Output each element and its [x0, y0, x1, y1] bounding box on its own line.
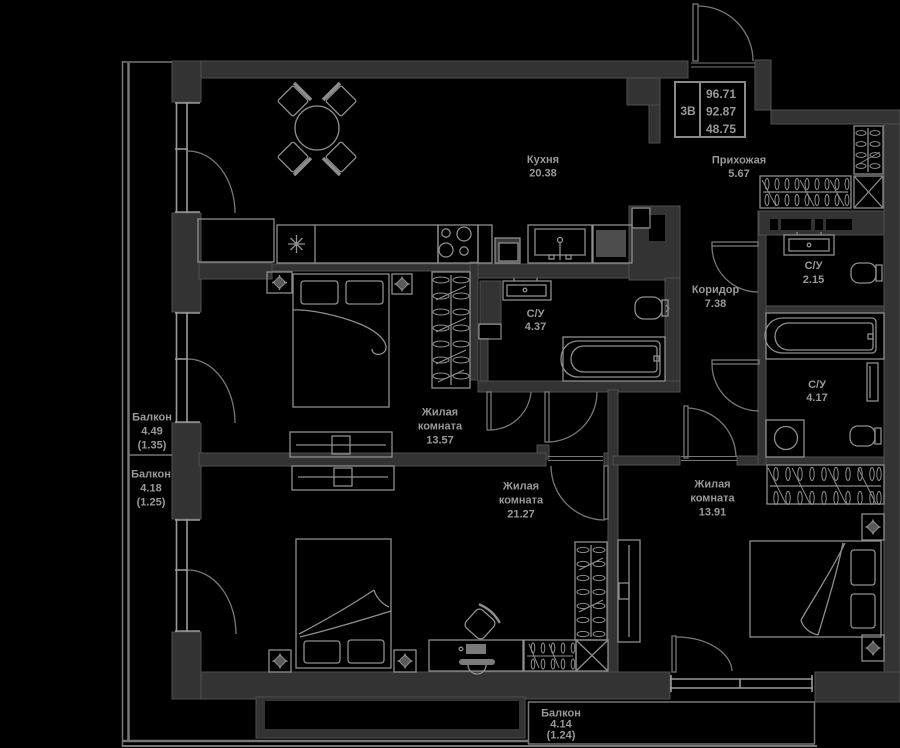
svg-text:92.87: 92.87: [706, 105, 736, 119]
svg-text:С/У: С/У: [527, 308, 545, 320]
svg-text:13.91: 13.91: [699, 507, 727, 519]
svg-text:5.67: 5.67: [728, 168, 749, 180]
svg-text:Коридор: Коридор: [692, 284, 740, 296]
svg-text:Кухня: Кухня: [527, 154, 559, 166]
svg-text:96.71: 96.71: [706, 87, 736, 101]
svg-text:3В: 3В: [680, 104, 696, 118]
svg-text:4.14: 4.14: [550, 719, 572, 731]
svg-text:Жилая: Жилая: [693, 479, 730, 491]
svg-text:комната: комната: [418, 421, 463, 433]
svg-text:(1.35): (1.35): [138, 440, 167, 452]
svg-text:Жилая: Жилая: [502, 481, 539, 493]
svg-text:комната: комната: [499, 495, 544, 507]
svg-text:(1.24): (1.24): [547, 730, 576, 742]
svg-text:4.49: 4.49: [141, 426, 162, 438]
svg-text:4.37: 4.37: [525, 321, 546, 333]
svg-text:2.15: 2.15: [803, 274, 824, 286]
svg-text:Балкон: Балкон: [132, 412, 172, 424]
svg-text:7.38: 7.38: [705, 298, 726, 310]
svg-text:48.75: 48.75: [706, 122, 736, 136]
svg-text:4.17: 4.17: [806, 392, 827, 404]
svg-text:Жилая: Жилая: [421, 407, 458, 419]
svg-text:20.38: 20.38: [529, 168, 557, 180]
svg-text:С/У: С/У: [805, 260, 823, 272]
svg-text:21.27: 21.27: [507, 509, 535, 521]
svg-text:Прихожая: Прихожая: [712, 155, 766, 167]
svg-text:С/У: С/У: [808, 379, 826, 391]
svg-text:4.18: 4.18: [140, 483, 161, 495]
svg-text:(1.25): (1.25): [137, 497, 166, 509]
svg-text:Балкон: Балкон: [131, 469, 171, 481]
svg-text:13.57: 13.57: [426, 435, 454, 447]
svg-text:Балкон: Балкон: [541, 708, 581, 720]
svg-text:комната: комната: [690, 493, 735, 505]
